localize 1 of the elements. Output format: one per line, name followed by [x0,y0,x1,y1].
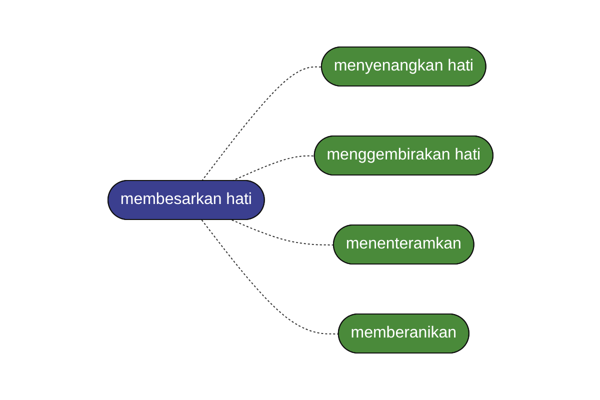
connector [200,66,322,182]
